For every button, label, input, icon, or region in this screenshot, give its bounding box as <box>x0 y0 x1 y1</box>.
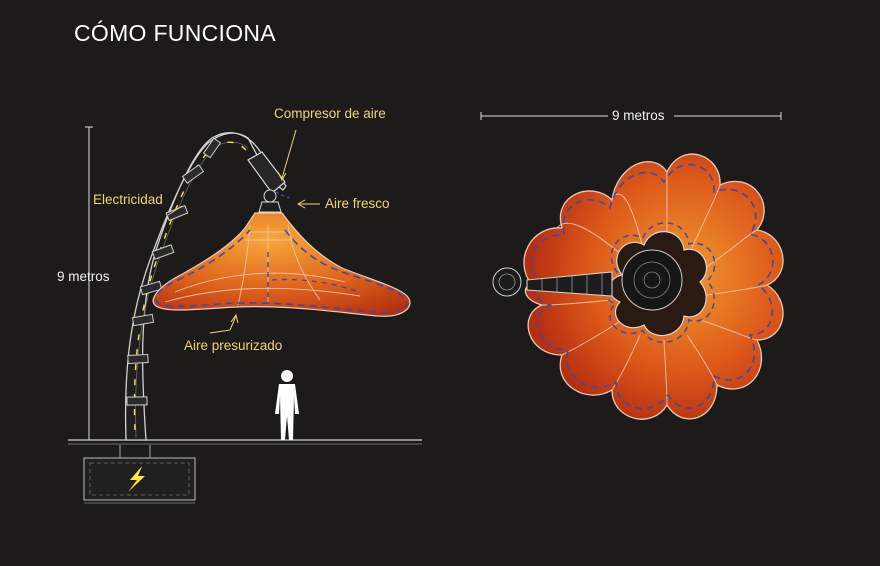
height-dimension-label: 9 metros <box>57 269 110 284</box>
lightning-bolt-icon <box>128 466 145 492</box>
compressor-unit <box>247 151 293 213</box>
support-arm <box>124 132 287 441</box>
person-icon <box>275 370 299 440</box>
ground-line <box>68 439 422 445</box>
page-title: CÓMO FUNCIONA <box>74 20 276 46</box>
top-view <box>480 112 784 420</box>
air-flow-line <box>155 229 408 314</box>
label-compresor: Compresor de aire <box>274 106 386 121</box>
label-aire-presurizado: Aire presurizado <box>184 338 283 353</box>
canopy-top <box>492 153 784 420</box>
electricity-line <box>133 141 247 431</box>
side-view <box>68 126 422 504</box>
width-dimension-line <box>480 112 782 120</box>
label-leaders <box>167 129 320 334</box>
foundation-box <box>83 445 196 504</box>
canopy-side <box>152 212 411 317</box>
width-dimension-label: 9 metros <box>612 108 665 123</box>
label-electricidad: Electricidad <box>93 192 163 207</box>
label-aire-fresco: Aire fresco <box>325 196 390 211</box>
